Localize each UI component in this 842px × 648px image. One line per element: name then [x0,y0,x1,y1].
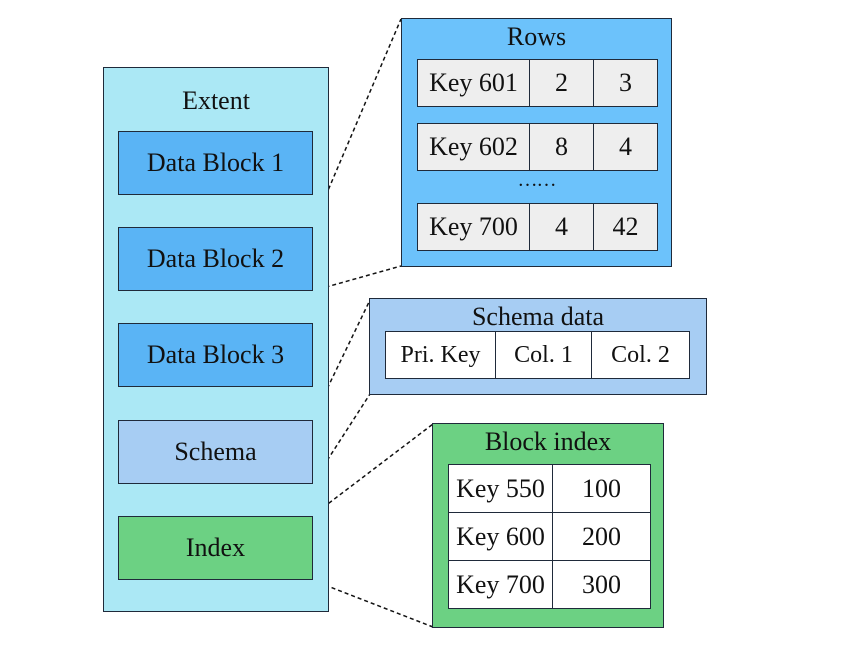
row-value-cell: 3 [593,59,658,107]
schema-column-cell: Col. 2 [591,331,690,379]
row-value-cell: 42 [593,203,658,251]
rows-panel: Rows Key 601 2 3 Key 602 8 4 …… Key 700 … [401,18,672,267]
index-block: Index [118,516,313,580]
index-value-cell: 100 [552,464,651,513]
index-key-cell: Key 600 [448,512,553,561]
row-value-cell: 4 [593,123,658,171]
connector-index-to-blockindex-bottom [311,579,434,628]
table-row: Key 700 4 42 [417,203,658,251]
block-index-title: Block index [484,427,612,456]
rows-panel-title: Rows [506,22,567,51]
schema-data-panel: Schema data Pri. Key Col. 1 Col. 2 [369,298,707,395]
block-index-table: Key 550 100 Key 600 200 Key 700 300 [448,464,651,609]
rows-table-bottom: Key 700 4 42 [417,203,658,251]
table-row: Key 601 2 3 [417,59,658,107]
schema-column-cell: Col. 1 [495,331,592,379]
schema-columns-table: Pri. Key Col. 1 Col. 2 [385,331,690,379]
table-row: Key 602 8 4 [417,123,658,171]
table-row: Key 600 200 [448,512,651,561]
index-key-cell: Key 550 [448,464,553,513]
index-value-cell: 300 [552,560,651,609]
table-row: Pri. Key Col. 1 Col. 2 [385,331,690,379]
data-block-1: Data Block 1 [118,131,313,195]
data-block-2: Data Block 2 [118,227,313,291]
block-index-panel: Block index Key 550 100 Key 600 200 Key … [432,423,664,628]
schema-data-title: Schema data [471,302,605,331]
table-row: Key 700 300 [448,560,651,609]
extent-title: Extent [182,86,250,115]
table-row: Key 550 100 [448,464,651,513]
schema-column-cell: Pri. Key [385,331,496,379]
rows-table-middle: Key 602 8 4 [417,123,658,171]
rows-ellipsis: …… [517,169,557,191]
row-key-cell: Key 602 [417,123,530,171]
row-value-cell: 2 [529,59,594,107]
index-key-cell: Key 700 [448,560,553,609]
connector-index-to-blockindex-top [311,423,434,517]
rows-table-top: Key 601 2 3 [417,59,658,107]
schema-block: Schema [118,420,313,484]
row-value-cell: 4 [529,203,594,251]
row-value-cell: 8 [529,123,594,171]
data-block-3: Data Block 3 [118,323,313,387]
index-value-cell: 200 [552,512,651,561]
row-key-cell: Key 700 [417,203,530,251]
row-key-cell: Key 601 [417,59,530,107]
